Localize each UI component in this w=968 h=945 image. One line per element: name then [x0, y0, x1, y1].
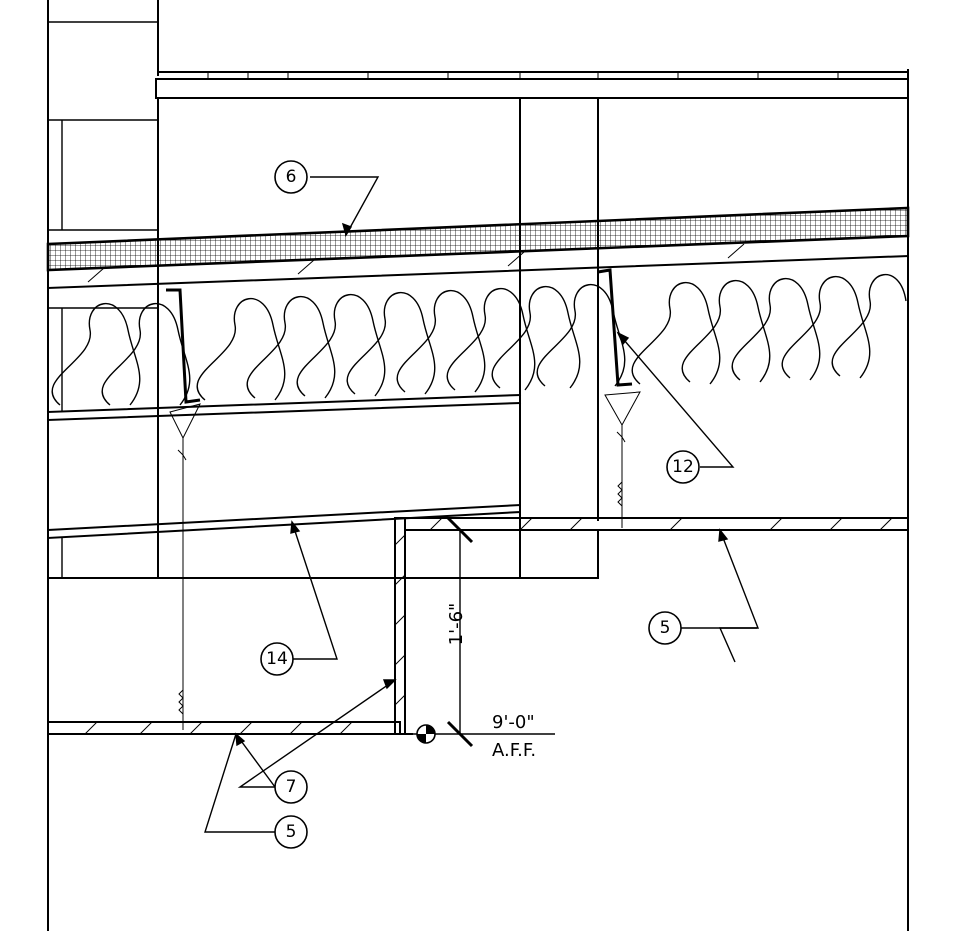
callout-5-right: 5 [648, 611, 682, 645]
elevation-dimension: 9'-0" [492, 712, 535, 733]
callout-7: 7 [274, 770, 308, 804]
vertical-dimension: 1'-6" [446, 603, 467, 646]
ceiling-panel-left [47, 721, 401, 735]
svg-text:7: 7 [286, 777, 297, 797]
elevation-note: A.F.F. [492, 740, 536, 761]
callout-12: 12 [666, 450, 700, 484]
svg-text:14: 14 [266, 649, 288, 669]
joist-underside [46, 393, 522, 422]
roof-deck [155, 71, 909, 99]
callout-5-left: 5 [274, 815, 308, 849]
structural-members [47, 97, 599, 579]
svg-text:5: 5 [660, 618, 671, 638]
dimension-lines [405, 516, 555, 748]
sloped-soffit [47, 503, 521, 540]
callout-14: 14 [260, 642, 294, 676]
insulation-batts [51, 273, 907, 406]
ceiling-panel-right [404, 517, 909, 531]
leader-lines [204, 176, 760, 833]
svg-text:6: 6 [286, 167, 297, 187]
masonry-wall [48, 21, 158, 578]
outer-walls [47, 0, 909, 931]
hanger-wires [169, 391, 641, 730]
roof-board [46, 206, 910, 290]
elevation-target-icon [416, 724, 436, 744]
callout-6: 6 [274, 160, 308, 194]
svg-text:5: 5 [286, 822, 297, 842]
svg-text:12: 12 [672, 457, 694, 477]
bulkhead [394, 517, 413, 735]
z-clips [166, 268, 633, 404]
